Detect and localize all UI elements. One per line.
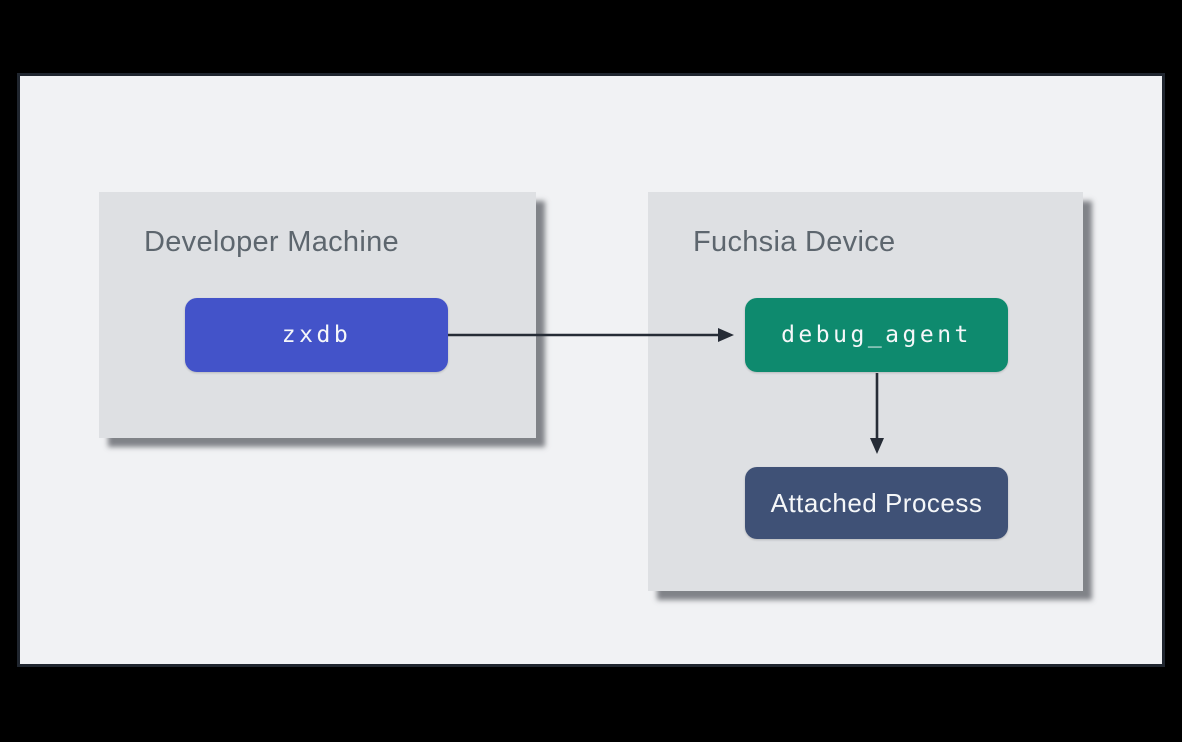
diagram-frame: Developer Machine zxdb Fuchsia Device de… (17, 73, 1165, 667)
developer-machine-panel: Developer Machine zxdb (99, 192, 536, 438)
debug-agent-node-label: debug_agent (781, 322, 972, 348)
zxdb-node-label: zxdb (281, 322, 352, 348)
fuchsia-device-panel: Fuchsia Device debug_agent Attached Proc… (648, 192, 1083, 591)
zxdb-node: zxdb (185, 298, 448, 372)
attached-process-node-label: Attached Process (770, 487, 983, 518)
attached-process-node: Attached Process (745, 467, 1008, 539)
debug-agent-node: debug_agent (745, 298, 1008, 372)
fuchsia-device-title: Fuchsia Device (693, 226, 896, 258)
developer-machine-title: Developer Machine (144, 226, 399, 258)
